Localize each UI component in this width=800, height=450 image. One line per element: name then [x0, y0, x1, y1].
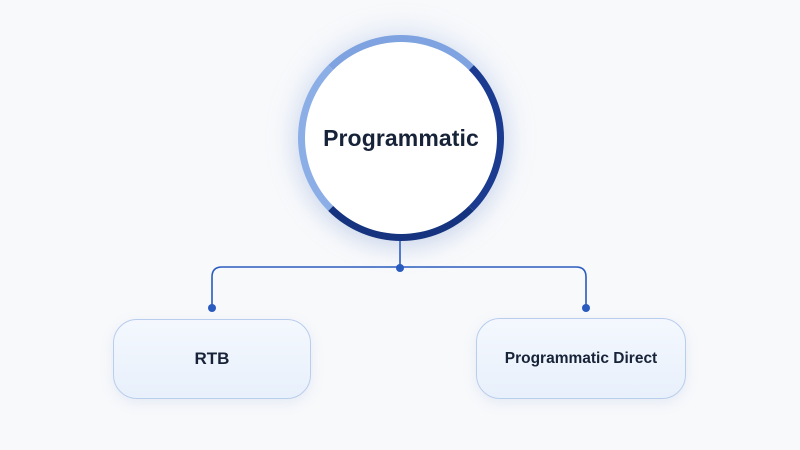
child-node-rtb[interactable]: RTB [113, 319, 311, 399]
root-node-programmatic[interactable]: Programmatic [298, 35, 504, 241]
child-node-label-programmatic-direct: Programmatic Direct [504, 349, 658, 367]
connector-right-end-dot [582, 304, 590, 312]
connector-right-branch [400, 266, 587, 307]
connector-left-branch [211, 266, 400, 307]
child-node-label-rtb: RTB [194, 349, 230, 368]
root-node-label: Programmatic [323, 124, 479, 151]
connector-left-end-dot [208, 304, 216, 312]
child-node-programmatic-direct[interactable]: Programmatic Direct [476, 318, 686, 399]
connector-junction-dot [396, 264, 404, 272]
